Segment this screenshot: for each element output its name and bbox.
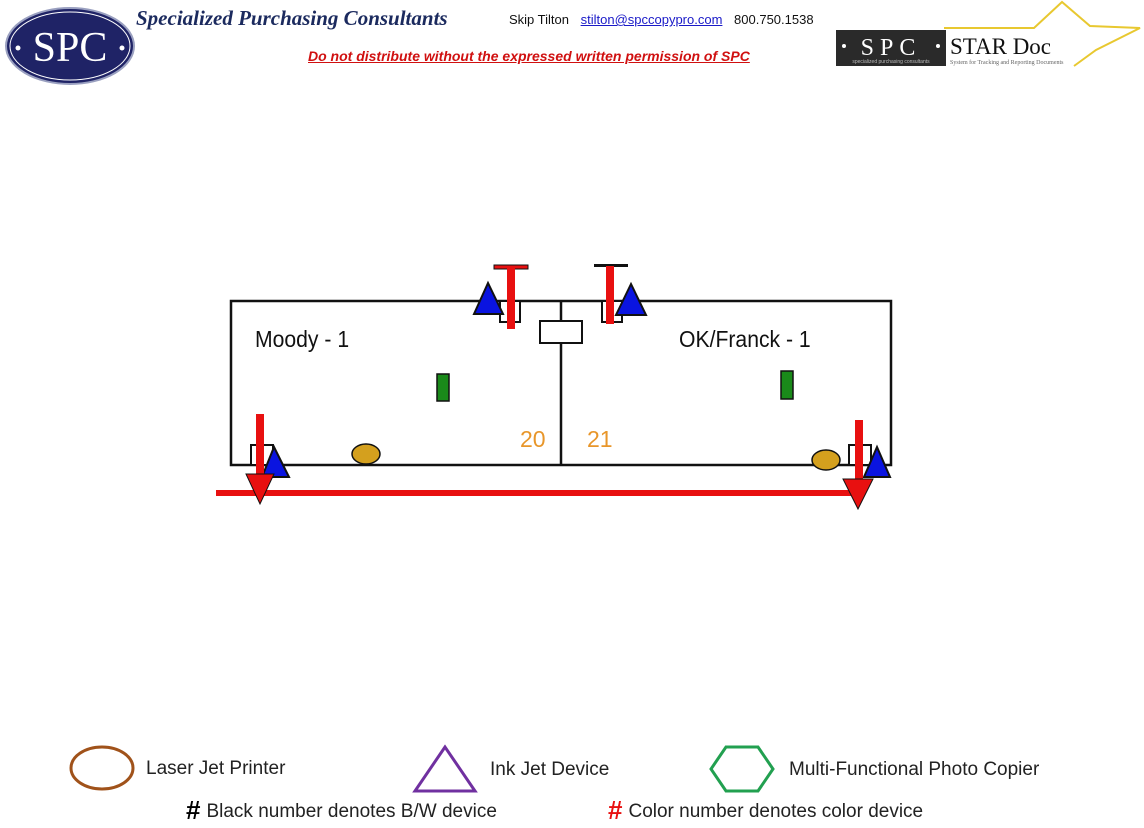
- network-line: [216, 490, 861, 496]
- laser-jet-printer-icon[interactable]: [811, 449, 841, 471]
- network-arrow-icon: [842, 478, 874, 511]
- spc-logo: SPC: [5, 7, 135, 85]
- room-label: Moody - 1: [255, 326, 350, 352]
- red-hash-icon: #: [608, 795, 623, 825]
- spc-logo-text: SPC: [33, 25, 108, 71]
- legend-label-ink-jet: Ink Jet Device: [490, 759, 610, 780]
- network-drop-bottom-left: [256, 414, 264, 480]
- legend-note-color-label: Color number denotes color device: [628, 801, 924, 822]
- company-name: Specialized Purchasing Consultants: [136, 6, 448, 30]
- legend-note-color: #Color number denotes color device: [608, 795, 923, 826]
- ink-jet-device-icon[interactable]: [614, 281, 648, 316]
- ink-jet-legend-icon: [412, 744, 478, 793]
- contact-info: Skip Tilton stilton@spccopypro.com 800.7…: [509, 12, 814, 27]
- black-hash-icon: #: [186, 795, 201, 825]
- copier-icon[interactable]: [780, 370, 794, 400]
- room-number: 21: [587, 426, 613, 452]
- star-logo-title: STAR Doc: [950, 34, 1051, 59]
- legend-label-laser-jet: Laser Jet Printer: [146, 758, 286, 779]
- legend-label-copier: Multi-Functional Photo Copier: [789, 759, 1040, 780]
- network-arrow-icon: [245, 473, 275, 506]
- network-drop-bottom-right: [855, 420, 863, 480]
- ink-jet-device-icon[interactable]: [862, 444, 892, 478]
- doorway-block: [539, 320, 583, 344]
- star-logo-left-text: SPC: [861, 35, 922, 61]
- star-logo-subtitle: System for Tracking and Reporting Docume…: [950, 59, 1064, 66]
- network-drop-top-left: [493, 264, 529, 329]
- room-label: OK/Franck - 1: [679, 326, 811, 352]
- distribution-warning: Do not distribute without the expressed …: [308, 48, 750, 64]
- star-doc-logo: SPC specialized purchasing consultants S…: [836, 0, 1141, 67]
- legend-note-bw-label: Black number denotes B/W device: [206, 801, 497, 822]
- contact-phone: 800.750.1538: [734, 12, 814, 27]
- contact-email-link[interactable]: stilton@spccopypro.com: [580, 12, 723, 27]
- star-logo-dark-block: [836, 30, 946, 66]
- copier-legend-icon: [709, 745, 775, 793]
- star-logo-left-subtext: specialized purchasing consultants: [852, 59, 930, 65]
- ink-jet-device-icon[interactable]: [260, 444, 291, 478]
- ink-jet-device-icon[interactable]: [472, 280, 505, 315]
- room-walls: [229, 299, 893, 467]
- contact-name: Skip Tilton: [509, 12, 569, 27]
- network-drop-top-right: [594, 264, 628, 324]
- star-outline-icon: [944, 0, 1141, 67]
- laser-jet-legend-icon: [69, 745, 135, 791]
- legend-note-bw: #Black number denotes B/W device: [186, 795, 497, 826]
- laser-jet-printer-icon[interactable]: [351, 443, 381, 465]
- room-number: 20: [520, 426, 546, 452]
- copier-icon[interactable]: [436, 373, 450, 402]
